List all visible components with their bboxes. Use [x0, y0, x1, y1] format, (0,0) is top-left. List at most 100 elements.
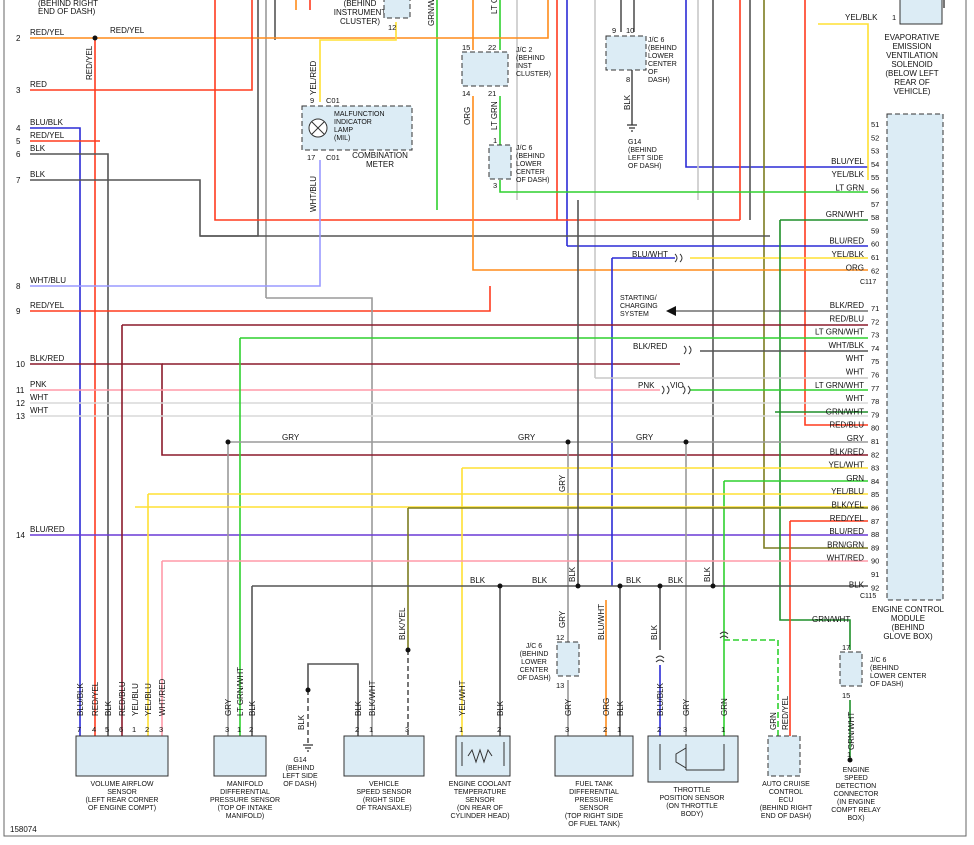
left-wire-label: BLK/RED [30, 354, 64, 363]
jc2-wire-top-left: GRN/WHT [427, 0, 436, 26]
ecm-pin-wire: BLK/YEL [832, 501, 865, 510]
frame [3, 0, 967, 837]
ecm-pin-number: 71 [871, 304, 879, 313]
starting-arrow-icon [666, 306, 676, 316]
ecm-pin-number: 55 [871, 173, 879, 182]
ecm-pin-number: 56 [871, 187, 879, 196]
splice-dot [710, 583, 716, 589]
ecm-pin-number: 73 [871, 331, 879, 340]
jc6-top-pin-8: 8 [626, 75, 630, 84]
ecm-pin-wire: RED/BLU [829, 314, 864, 323]
gry-label-1: GRY [282, 433, 300, 442]
left-wire-label: BLU/RED [30, 525, 65, 534]
splice-dot [565, 439, 571, 445]
jc6-center-pin-3: 3 [493, 181, 497, 190]
pin-number: 2 [603, 725, 607, 734]
pin-wire-label: YEL/BLU [144, 683, 153, 716]
splice-dot [405, 647, 411, 653]
evap-solenoid [899, 0, 943, 25]
ecm-pin-number: 60 [871, 240, 879, 249]
pin-number: 2 [497, 725, 501, 734]
pin-wire-label: BLK [496, 700, 505, 716]
ecm-pin-number: 86 [871, 504, 879, 513]
jc6-low-pin-12: 12 [556, 633, 564, 642]
left-wire-number: 11 [16, 386, 25, 395]
left-wire-number: 9 [16, 307, 21, 316]
splice-dot [683, 439, 689, 445]
red-yel-vert-label: RED/YEL [85, 45, 94, 80]
ecm-pin-number: 76 [871, 371, 879, 380]
tps-wire-up: BLK [650, 624, 659, 640]
splice-dot [305, 687, 311, 693]
ecm-pin-wire: YEL/BLU [831, 487, 864, 496]
left-wire-label: RED [30, 80, 47, 89]
evap-pin: 1 [892, 13, 896, 22]
ecm-pin-wire: BLU/YEL [831, 157, 864, 166]
pin-wire-label: YEL/BLU [131, 683, 140, 716]
ecm-pin-number: 88 [871, 530, 879, 539]
ecm-pin-wire: YEL/WHT [828, 461, 864, 470]
ecm-pin-wire: BLU/RED [829, 527, 864, 536]
left-wire-label: BLK [30, 144, 46, 153]
vss-blkyel-label: BLK/YEL [398, 607, 407, 640]
left-wire-label: PNK [30, 380, 47, 389]
ecm-pin-wire: WHT [846, 368, 864, 377]
left-wire-number: 10 [16, 360, 25, 369]
ecm-pin-wire: LT GRN/WHT [815, 328, 864, 337]
ecm-pin-number: 89 [871, 543, 879, 552]
ecm-pin-number: 58 [871, 213, 879, 222]
ecm-pin-wire: YEL/BLK [832, 170, 865, 179]
pin-wire-label: GRY [224, 698, 233, 716]
ecm-pin-number: 54 [871, 160, 879, 169]
ecm-pin-number: 91 [871, 570, 879, 579]
left-wire-list: 2RED/YEL3RED4BLU/BLK5RED/YEL6BLK7BLK8WHT… [16, 28, 100, 540]
left-wire-number: 7 [16, 176, 21, 185]
blk-vert-label-1: BLK [568, 566, 577, 582]
ecm-pin-number: 83 [871, 464, 879, 473]
jc2-pin-14: 14 [462, 89, 470, 98]
left-wire-label: WHT [30, 393, 48, 402]
ecm-pin-number: 84 [871, 477, 879, 486]
ecm-conn-top: C117 [860, 279, 876, 286]
pnk-label: PNK [638, 381, 655, 390]
pin-number: 1 [617, 725, 621, 734]
mil-conn-bot: C01 [326, 153, 340, 162]
jc6-right-wire-bot: GRN/WHT [847, 712, 856, 750]
blk-bus-label-3: BLK [626, 576, 642, 585]
ecm-pin-wire: WHT [846, 354, 864, 363]
ecm-box [886, 113, 944, 601]
pin-number: 5 [105, 725, 109, 734]
left-wire-label: RED/YEL [30, 28, 65, 37]
esd-terminal-icon [847, 757, 853, 763]
ecm-pin-number: 82 [871, 450, 879, 459]
jc6-low-pin-13: 13 [556, 681, 564, 690]
jc6-right-pin-15: 15 [842, 691, 850, 700]
ecm-pin-wire: BRN/GRN [827, 540, 864, 549]
pin-number: 7 [77, 725, 81, 734]
jc2-pin-15: 15 [462, 43, 470, 52]
jc2-pin-22: 22 [488, 43, 496, 52]
ecm-pin-wire: YEL/BLK [832, 250, 865, 259]
left-wire-number: 5 [16, 137, 21, 146]
pin-number: 1 [132, 725, 136, 734]
ecm-pin-number: 90 [871, 557, 879, 566]
connector-icon [682, 385, 691, 395]
pin-wire-label: GRN [720, 698, 729, 716]
ecm-pin-wire: LT GRN/WHT [815, 381, 864, 390]
ecm-pin-wire: ORG [846, 263, 864, 272]
ecm-pin-number: 62 [871, 266, 879, 275]
g14-bottom-wire: BLK [297, 714, 306, 730]
left-wire-number: 6 [16, 150, 21, 159]
pin-number: 1 [369, 725, 373, 734]
